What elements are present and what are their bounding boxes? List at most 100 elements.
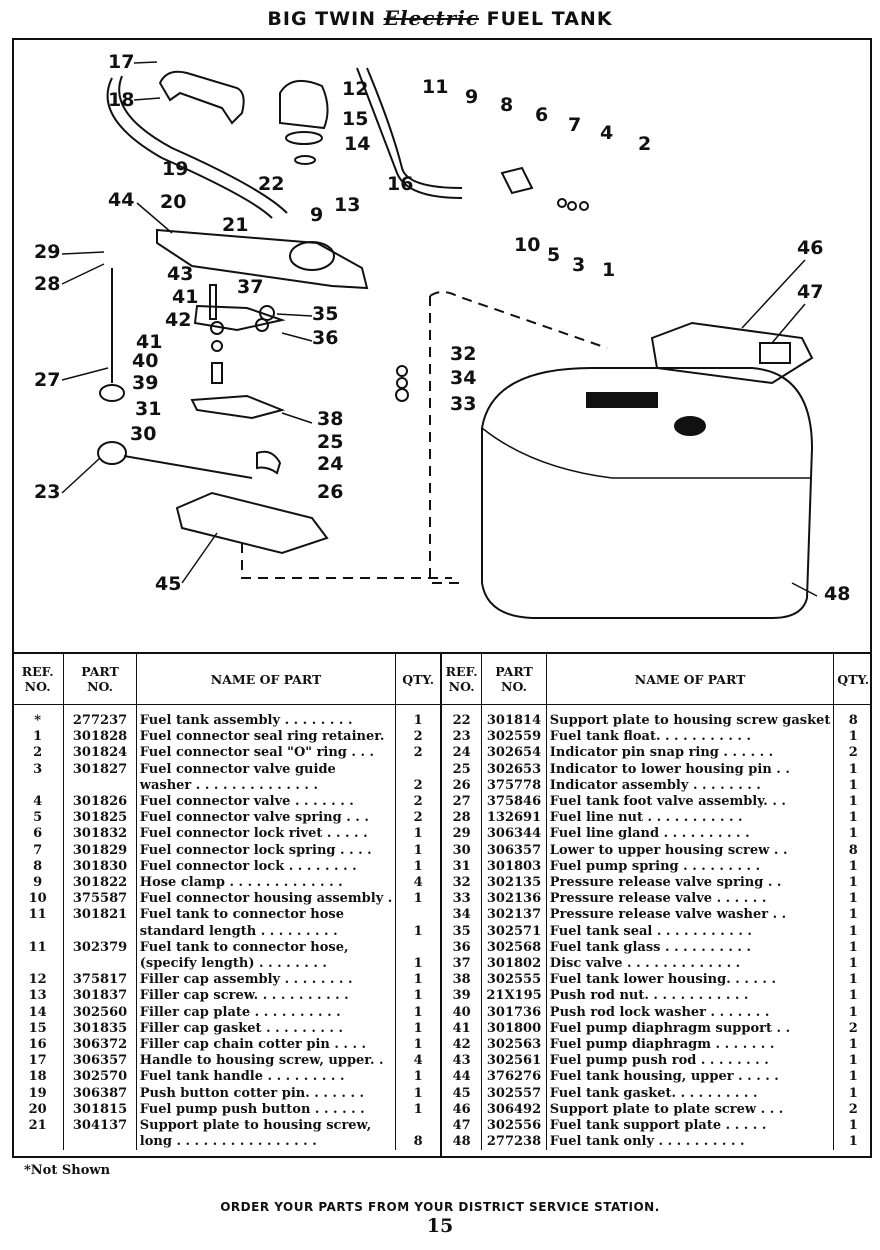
table-row: washer . . . . . . . . . . . . . .2 bbox=[12, 777, 440, 795]
cell-qty: 8 bbox=[848, 842, 858, 858]
cell-qty: 1 bbox=[413, 1037, 423, 1053]
support-plate bbox=[650, 321, 814, 385]
cell-part: 301835 bbox=[63, 1020, 137, 1038]
cell-part bbox=[63, 777, 137, 795]
cell-qty: 2 bbox=[848, 1020, 858, 1036]
callout-26: 26 bbox=[317, 481, 343, 503]
cell-ref: 39 bbox=[442, 988, 483, 1005]
cell-ref: 38 bbox=[442, 972, 483, 989]
cell-ref: 8 bbox=[12, 858, 65, 876]
cell-qty: 1 bbox=[848, 1053, 858, 1069]
cell-part: 301828 bbox=[63, 729, 137, 746]
cell-ref: 32 bbox=[442, 875, 483, 892]
cell-part: 302653 bbox=[481, 761, 547, 778]
callout-9a: 9 bbox=[465, 86, 478, 108]
cell-name: Fuel line nut . . . . . . . . . . . bbox=[546, 810, 835, 827]
table-header-row: REF. NO. PART NO. NAME OF PART QTY. bbox=[12, 654, 440, 705]
cell-qty: 1 bbox=[413, 891, 423, 907]
callout-39: 39 bbox=[132, 372, 158, 394]
cell-ref: * bbox=[12, 704, 65, 730]
cell-name: Push rod lock washer . . . . . . . bbox=[546, 1004, 835, 1021]
cell-name: Fuel connector valve spring . . . bbox=[136, 810, 397, 827]
cell-qty bbox=[396, 762, 440, 778]
cell-part: 301837 bbox=[63, 988, 137, 1005]
cell-part: 301827 bbox=[63, 761, 137, 778]
cell-qty: 1 bbox=[848, 1069, 858, 1085]
callout-25: 25 bbox=[317, 431, 343, 453]
cell-ref bbox=[12, 923, 65, 940]
cell-qty: 1 bbox=[413, 956, 423, 972]
cell-qty: 1 bbox=[848, 891, 858, 907]
exploded-parts-diagram: 17 18 12 11 9 8 6 7 4 2 15 14 19 22 16 1… bbox=[34, 51, 850, 619]
cell-ref bbox=[12, 1134, 65, 1151]
cell-ref: 30 bbox=[442, 842, 483, 859]
cell-qty: 1 bbox=[848, 1118, 858, 1134]
cell-part: 302557 bbox=[481, 1085, 547, 1102]
cell-part: 376276 bbox=[481, 1069, 547, 1086]
cell-ref: 21 bbox=[12, 1118, 65, 1135]
cell-part: 301814 bbox=[481, 704, 547, 730]
cell-part: 301815 bbox=[63, 1101, 137, 1119]
cell-ref: 23 bbox=[442, 729, 483, 746]
cell-name: Disc valve . . . . . . . . . . . . . bbox=[546, 956, 835, 973]
cell-ref: 19 bbox=[12, 1085, 65, 1102]
cell-part bbox=[63, 923, 137, 940]
cell-qty: 8 bbox=[413, 1134, 423, 1150]
cell-qty: 2 bbox=[413, 810, 423, 826]
cell-qty: 1 bbox=[413, 1101, 423, 1117]
callout-41b: 41 bbox=[136, 331, 162, 353]
cell-ref: 11 bbox=[12, 907, 65, 924]
cell-name: Fuel pump spring . . . . . . . . . bbox=[546, 858, 835, 876]
cell-part: 301736 bbox=[481, 1004, 547, 1021]
callout-20: 20 bbox=[160, 191, 186, 213]
tank-gasket bbox=[175, 491, 329, 555]
page-title: BIG TWIN Electric FUEL TANK bbox=[0, 6, 880, 30]
cell-qty: 1 bbox=[413, 1069, 423, 1085]
callout-9b: 9 bbox=[310, 204, 323, 226]
callout-11: 11 bbox=[422, 76, 448, 98]
callout-24: 24 bbox=[317, 453, 343, 475]
cell-name: Push rod nut. . . . . . . . . . . . bbox=[546, 988, 835, 1005]
cell-name: Filler cap screw. . . . . . . . . . . bbox=[136, 988, 397, 1005]
cell-ref: 3 bbox=[12, 761, 65, 778]
footnote: *Not Shown bbox=[24, 1163, 111, 1178]
cell-name: (specify length) . . . . . . . . bbox=[136, 956, 397, 973]
cell-ref: 7 bbox=[12, 842, 65, 859]
header-name: NAME OF PART bbox=[546, 654, 835, 705]
table-row: standard length . . . . . . . . .1 bbox=[12, 923, 440, 940]
cell-qty: 1 bbox=[848, 988, 858, 1004]
cell-ref: 14 bbox=[12, 1004, 65, 1021]
upper-housing bbox=[156, 228, 369, 290]
cell-ref: 40 bbox=[442, 1004, 483, 1021]
cell-name: Push button cotter pin. . . . . . . bbox=[136, 1085, 397, 1102]
cell-qty bbox=[396, 1118, 440, 1134]
lower-housing bbox=[190, 394, 286, 420]
fuel-tank-handle bbox=[158, 70, 245, 125]
cell-ref: 31 bbox=[442, 858, 483, 876]
cell-ref: 16 bbox=[12, 1037, 65, 1054]
cell-ref: 25 bbox=[442, 761, 483, 778]
cell-name: Filler cap chain cotter pin . . . . bbox=[136, 1037, 397, 1054]
cell-qty: 1 bbox=[413, 858, 423, 874]
cell-name: Indicator assembly . . . . . . . . bbox=[546, 777, 835, 795]
cell-part: 302136 bbox=[481, 891, 547, 908]
cell-qty: 1 bbox=[848, 907, 858, 923]
cell-qty: 1 bbox=[848, 1037, 858, 1053]
header-ref: REF. NO. bbox=[442, 654, 483, 705]
cell-part: 302559 bbox=[481, 729, 547, 746]
